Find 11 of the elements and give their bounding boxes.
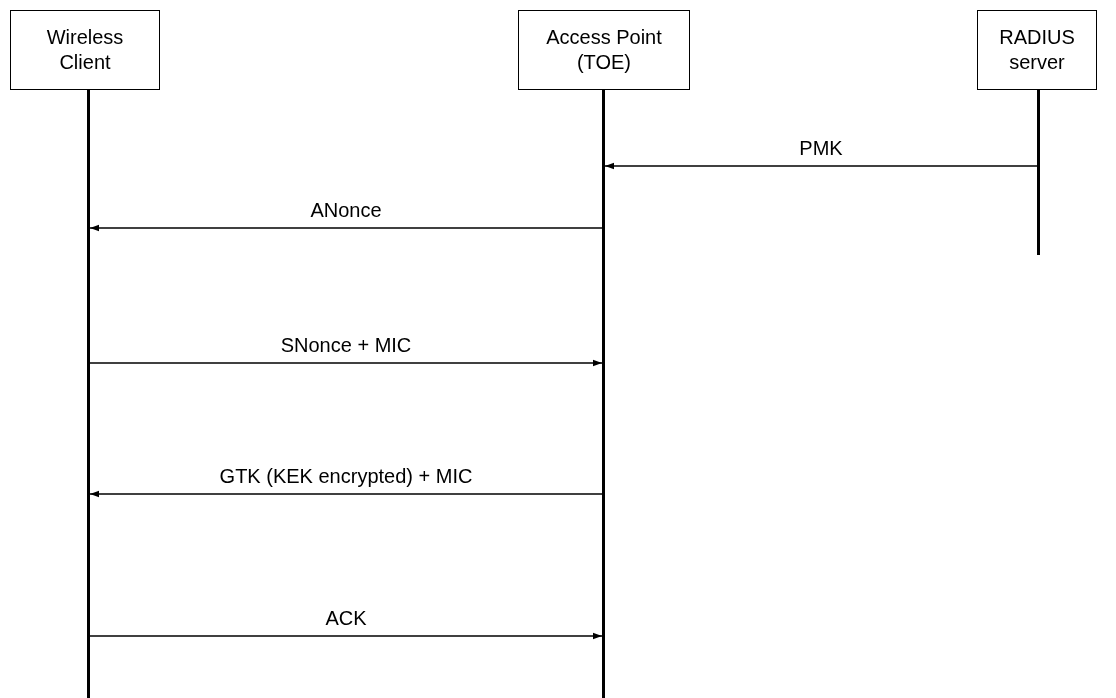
participant-box: Access Point (TOE) <box>518 10 690 90</box>
lifeline <box>1037 90 1040 255</box>
participant-box: RADIUS server <box>977 10 1097 90</box>
message-arrow <box>89 224 603 232</box>
participant-box: Wireless Client <box>10 10 160 90</box>
message-arrow <box>89 632 603 640</box>
message-arrow <box>89 359 603 367</box>
message-arrow <box>604 162 1038 170</box>
lifeline <box>87 90 90 698</box>
lifeline <box>602 90 605 698</box>
message-arrow <box>89 490 603 498</box>
